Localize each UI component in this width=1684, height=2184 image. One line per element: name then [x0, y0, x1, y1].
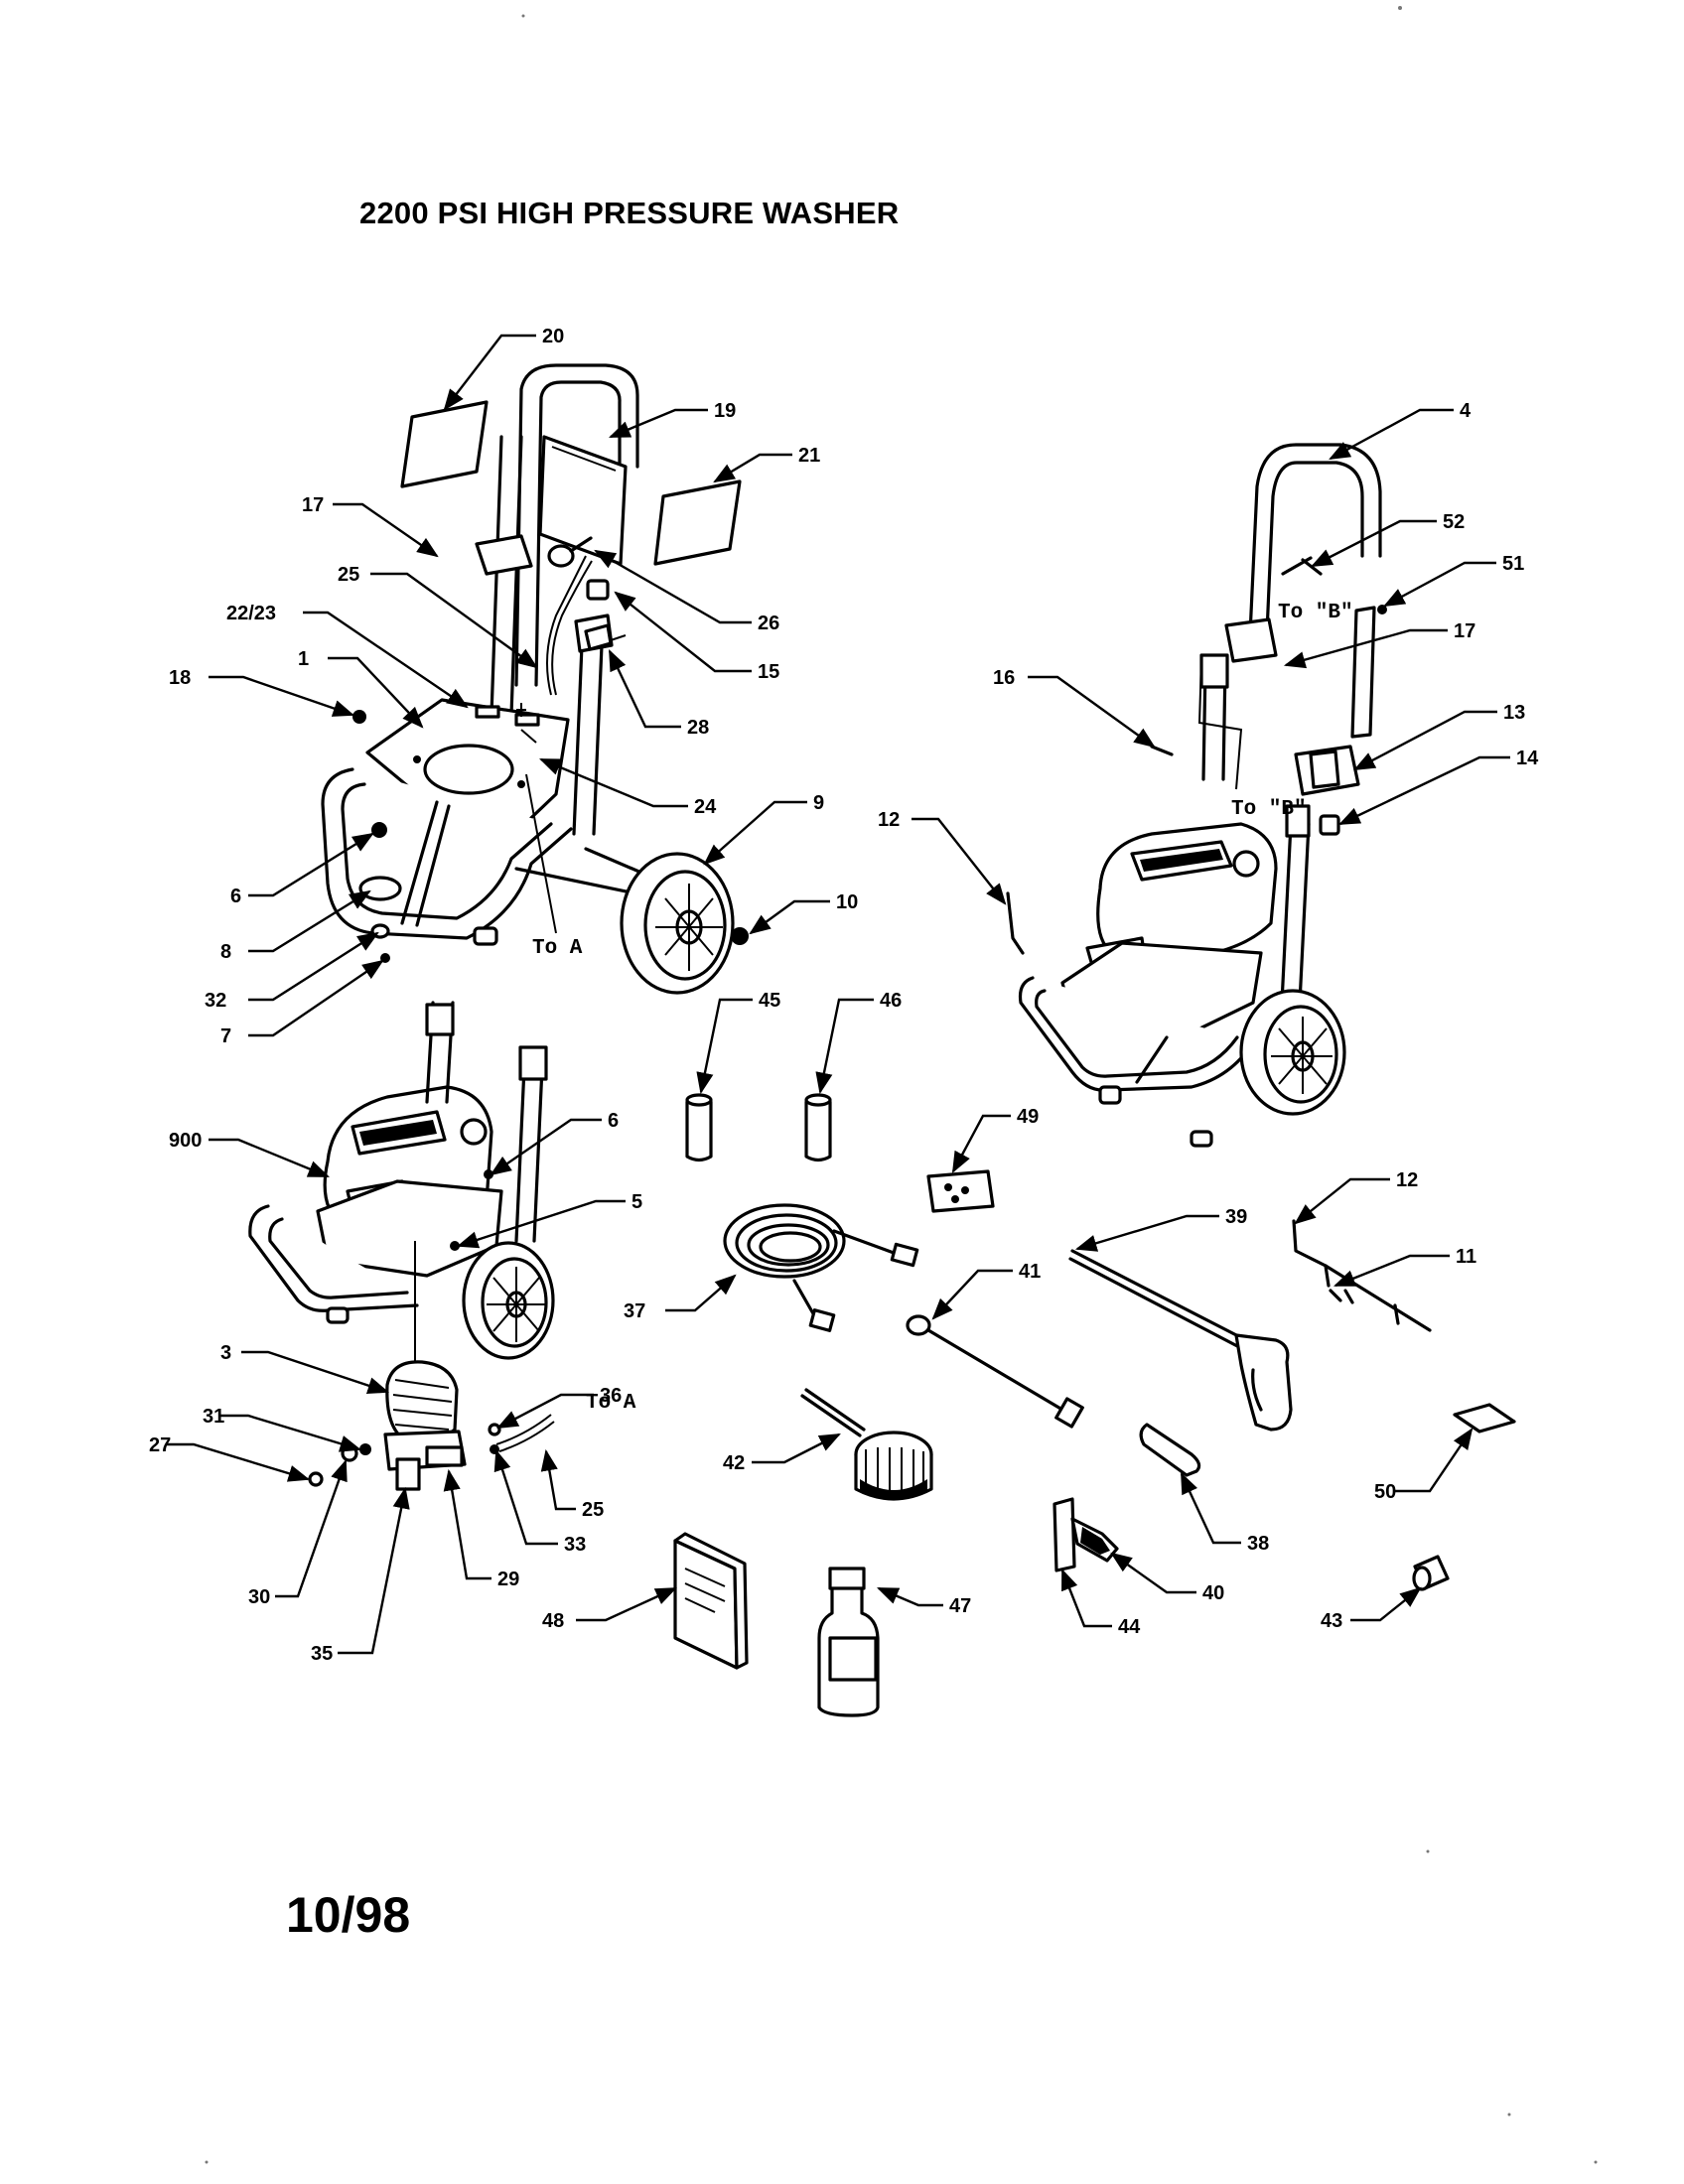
callout-28: 28: [687, 717, 709, 739]
callout-44: 44: [1118, 1616, 1141, 1638]
callout-15: 15: [758, 661, 779, 683]
callout-16: 16: [993, 667, 1015, 689]
callout-52: 52: [1443, 511, 1465, 533]
callout-20: 20: [542, 326, 564, 347]
note-to-a-2: To A: [586, 1392, 636, 1415]
callout-36: 36: [600, 1385, 622, 1407]
callout-4: 4: [1460, 400, 1472, 422]
callout-8: 8: [220, 941, 231, 963]
callout-900: 900: [169, 1130, 202, 1152]
callout-42: 42: [723, 1452, 745, 1474]
callout-14: 14: [1516, 748, 1539, 769]
scan-specks: [205, 6, 1598, 2164]
callout-13: 13: [1503, 702, 1525, 724]
callout-31: 31: [203, 1406, 224, 1428]
callout-35: 35: [311, 1643, 333, 1665]
note-to-a-1: To A: [532, 937, 583, 960]
callout-49: 49: [1017, 1106, 1039, 1128]
callout-1: 1: [298, 648, 309, 670]
callout-33: 33: [564, 1534, 586, 1556]
callout-6a: 6: [230, 886, 241, 907]
callout-25a: 25: [338, 564, 359, 586]
callout-38: 38: [1247, 1533, 1269, 1555]
callout-27: 27: [149, 1434, 171, 1456]
callout-25b: 25: [582, 1499, 604, 1521]
callout-41: 41: [1019, 1261, 1041, 1283]
callout-43: 43: [1321, 1610, 1342, 1632]
callout-labels: 20 19 21 4 17 52 51 25 26 17 22/23 15 1 …: [149, 326, 1539, 1665]
callout-32: 32: [205, 990, 226, 1012]
callout-11: 11: [1456, 1246, 1476, 1268]
callout-7: 7: [220, 1025, 231, 1047]
callout-9: 9: [813, 792, 824, 814]
callout-12a: 12: [878, 809, 900, 831]
date-code: 10/98: [286, 1887, 411, 1943]
callout-12b: 12: [1396, 1169, 1418, 1191]
accessories: [673, 1093, 1516, 1717]
note-to-b-2: To "B": [1231, 798, 1307, 821]
callout-39: 39: [1225, 1206, 1247, 1228]
callout-3: 3: [220, 1342, 231, 1364]
callout-17a: 17: [302, 494, 324, 516]
callout-47: 47: [949, 1595, 971, 1617]
frame-assembly: [321, 363, 749, 995]
callout-10: 10: [836, 891, 858, 913]
callout-17b: 17: [1454, 620, 1475, 642]
callout-37: 37: [624, 1300, 645, 1322]
callout-leaders: [167, 334, 1510, 1655]
callout-40: 40: [1202, 1582, 1224, 1604]
callout-48: 48: [542, 1610, 564, 1632]
callout-18: 18: [169, 667, 191, 689]
callout-22-23: 22/23: [226, 603, 276, 624]
note-to-b-1: To "B": [1278, 602, 1353, 624]
callout-19: 19: [714, 400, 736, 422]
callout-29: 29: [497, 1569, 519, 1590]
callout-21: 21: [798, 445, 820, 467]
diagram-title: 2200 PSI HIGH PRESSURE WASHER: [359, 196, 900, 230]
engine-pump-assembly: [248, 1001, 555, 1491]
callout-6b: 6: [608, 1110, 619, 1132]
callout-30: 30: [248, 1586, 270, 1608]
callout-46: 46: [880, 990, 902, 1012]
callout-51: 51: [1502, 553, 1524, 575]
callout-45: 45: [759, 990, 780, 1012]
callout-26: 26: [758, 613, 779, 634]
callout-5: 5: [632, 1191, 642, 1213]
callout-50: 50: [1374, 1481, 1396, 1503]
callout-24: 24: [694, 796, 717, 818]
assembled-unit-right: [1006, 443, 1387, 1148]
